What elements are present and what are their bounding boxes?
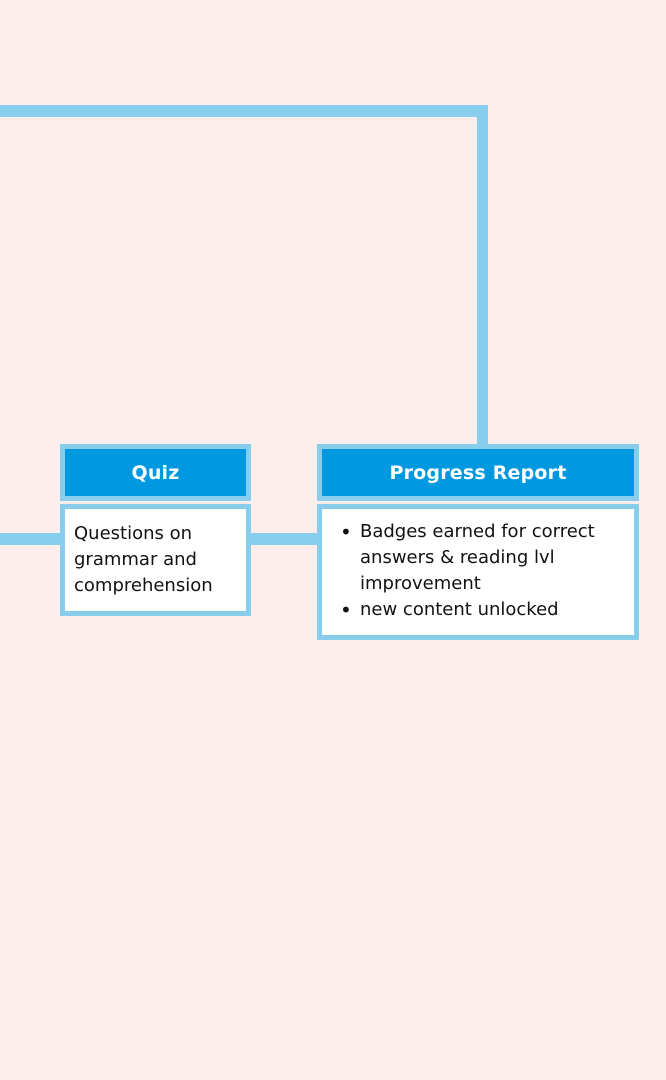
node-progress-report[interactable]: Progress Report Badges earned for correc… <box>317 444 639 640</box>
node-quiz[interactable]: Quiz Questions on grammar and comprehens… <box>60 444 251 616</box>
node-progress-report-header[interactable]: Progress Report <box>317 444 639 501</box>
node-progress-report-body: Badges earned for correct answers & read… <box>317 504 639 640</box>
node-quiz-header[interactable]: Quiz <box>60 444 251 501</box>
list-item: new content unlocked <box>340 597 624 623</box>
node-quiz-body-text: Questions on grammar and comprehension <box>74 523 213 596</box>
list-item: Badges earned for correct answers & read… <box>340 519 624 597</box>
node-progress-report-bullet-list: Badges earned for correct answers & read… <box>332 519 624 623</box>
node-quiz-body: Questions on grammar and comprehension <box>60 504 251 616</box>
connector-left-stub <box>0 533 61 545</box>
connector-top-vertical <box>477 105 488 445</box>
connector-top-horizontal <box>0 105 488 117</box>
connector-quiz-to-progress-report <box>249 533 318 545</box>
